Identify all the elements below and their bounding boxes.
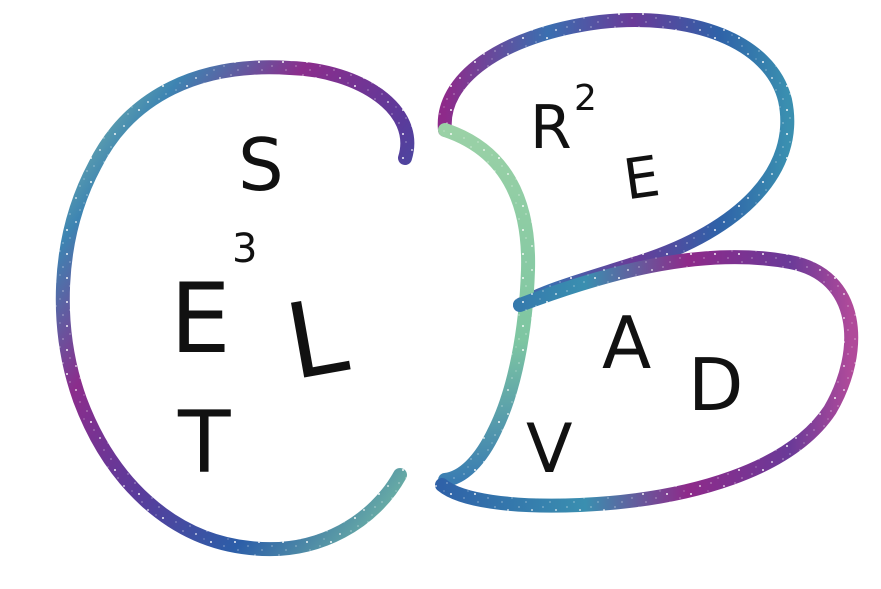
letter-t: T bbox=[177, 393, 231, 493]
letter-v: V bbox=[526, 410, 573, 489]
superscript-3: 3 bbox=[232, 226, 257, 272]
left-region-letters: S E 3 L T bbox=[170, 123, 356, 493]
lower-right-region-boundary bbox=[435, 250, 859, 513]
upper-right-region-letters: R 2 E bbox=[530, 78, 664, 213]
superscript-2: 2 bbox=[574, 78, 597, 119]
lower-right-region-letters: A D V bbox=[526, 301, 743, 489]
middle-divider bbox=[438, 123, 536, 487]
letter-r: R bbox=[530, 93, 572, 163]
letter-l: L bbox=[277, 274, 355, 404]
letter-s: S bbox=[238, 123, 284, 207]
letter-d: D bbox=[688, 343, 743, 427]
letter-a: A bbox=[602, 301, 651, 385]
letter-e-upper: E bbox=[620, 144, 664, 213]
left-region-boundary bbox=[55, 60, 415, 557]
letter-e-left: E bbox=[170, 263, 231, 375]
